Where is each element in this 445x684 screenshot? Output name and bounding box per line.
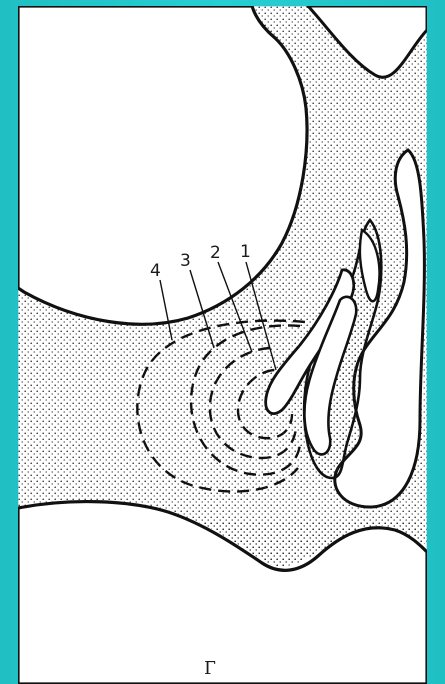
label-3: 3 <box>180 251 191 271</box>
label-4: 4 <box>150 261 161 281</box>
label-2: 2 <box>210 243 221 263</box>
figure-caption: Г <box>204 658 216 679</box>
label-1: 1 <box>240 242 251 262</box>
